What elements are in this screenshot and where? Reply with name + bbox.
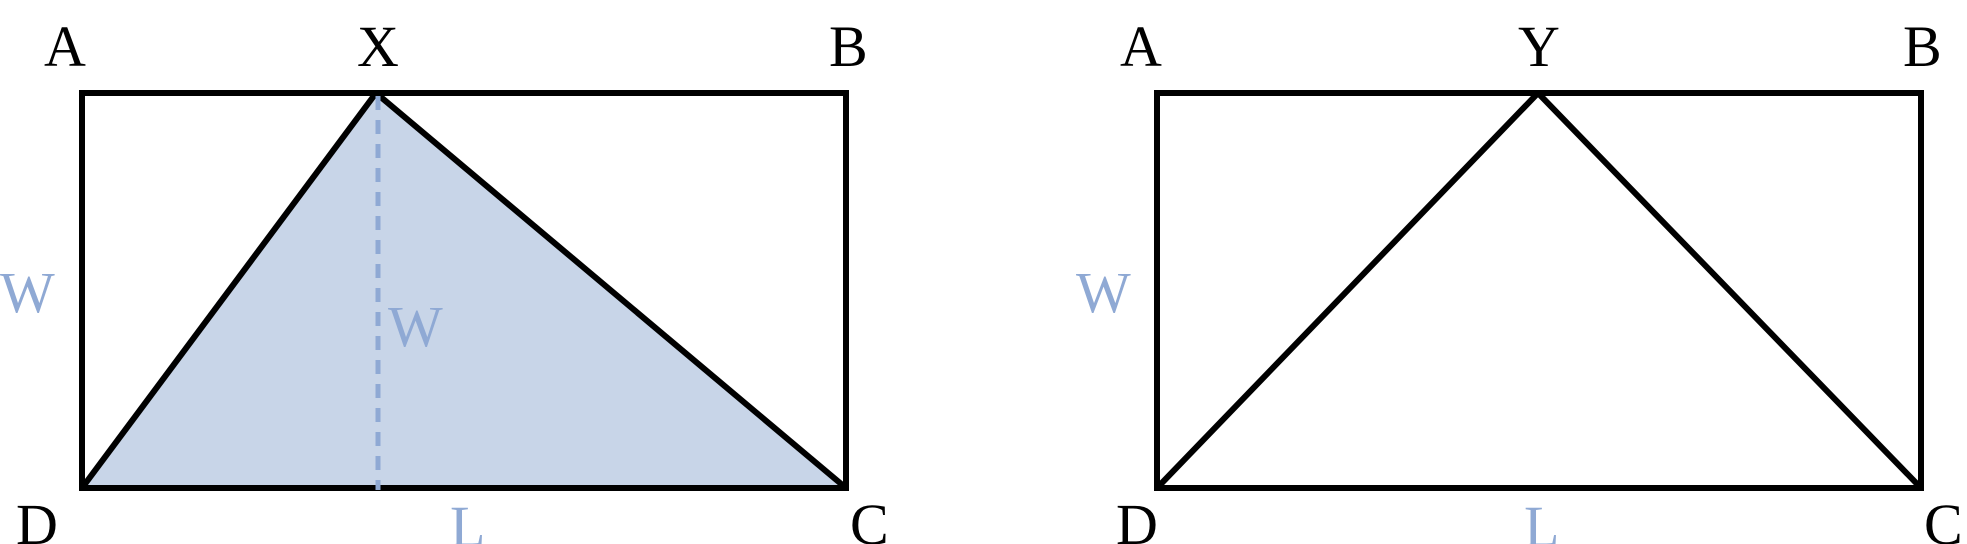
left-triangle-side-xc (374, 90, 848, 491)
right-triangle-side-dy (1154, 90, 1541, 491)
right-vertex-c-label: C (1924, 492, 1963, 544)
left-shaded-triangle (82, 93, 846, 488)
left-vertex-d-label: D (16, 492, 58, 544)
left-vertex-b-label: B (829, 14, 868, 79)
right-vertex-d-label: D (1116, 492, 1158, 544)
left-vertex-x-label: X (357, 14, 399, 79)
right-length-label: L (1524, 494, 1559, 544)
right-figure: A Y B D C W L (1076, 14, 1963, 544)
left-width-label: W (0, 260, 55, 325)
left-vertex-a-label: A (44, 14, 86, 79)
left-height-label: W (388, 294, 443, 359)
right-vertex-b-label: B (1903, 14, 1942, 79)
right-rectangle (1154, 90, 1924, 491)
right-vertex-a-label: A (1120, 14, 1162, 79)
right-width-label: W (1076, 260, 1131, 325)
left-figure: A X B D C W W L (0, 14, 889, 544)
left-vertex-c-label: C (850, 492, 889, 544)
left-length-label: L (450, 494, 485, 544)
right-vertex-y-label: Y (1518, 14, 1560, 79)
right-triangle-side-yc (1535, 90, 1924, 491)
left-triangle-side-dx (79, 91, 379, 490)
left-rectangle (79, 90, 849, 491)
